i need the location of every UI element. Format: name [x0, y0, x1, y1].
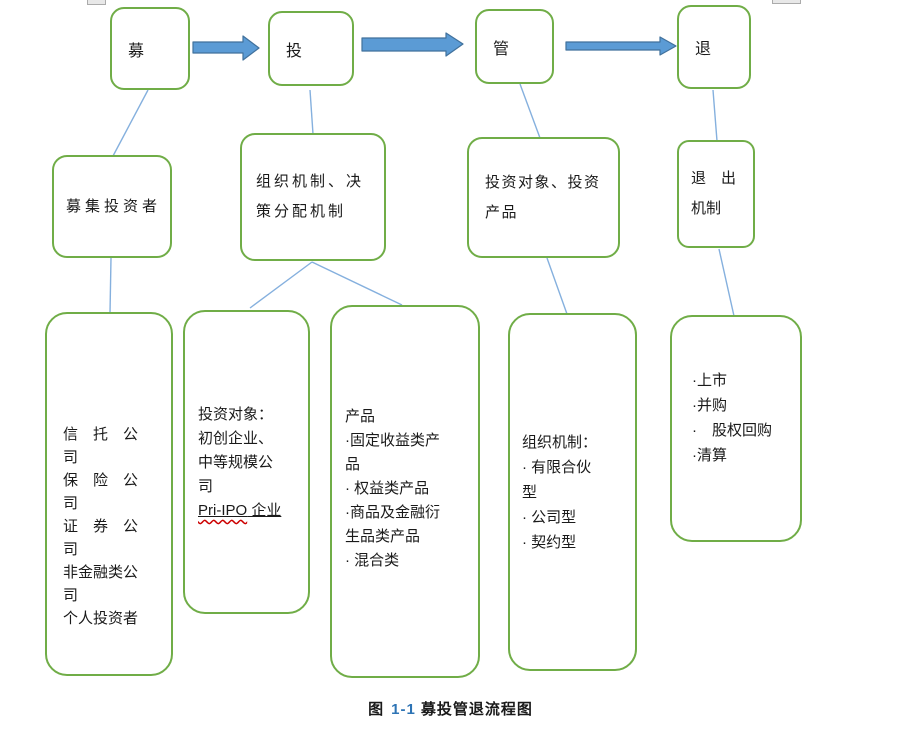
- connector-mechanism-to-products: [311, 261, 403, 306]
- connector-exitmech-to-ways: [718, 248, 735, 317]
- stage-label-invest: 投: [286, 42, 304, 60]
- stage-box-manage: 管: [475, 9, 554, 84]
- detail-box-org-mechanism-types: 组织机制： · 有限合伙 型 · 公司型 · 契约型: [508, 313, 637, 671]
- detail-box-product-types: 产品 ·固定收益类产 品 · 权益类产品 ·商品及金融衍 生品类产品 · 混合类: [330, 305, 480, 678]
- clipped-shape-fragment-right: [772, 0, 801, 4]
- connector-objects-to-orgtypes: [546, 257, 568, 315]
- connector-invest-to-mechanism: [309, 89, 314, 135]
- detail-box-text: 信 托 公 司 保 险 公 司 证 券 公 司 非金融类公 司 个人投资者: [63, 426, 139, 627]
- stage-box-exit: 退: [677, 5, 751, 89]
- detail-box-text: 投资对象： 初创企业、 中等规模公 司: [198, 406, 274, 495]
- mid-box-investment-objects-products: 投资对象、投资 产品: [467, 137, 620, 258]
- caption-title: 募投管退流程图: [420, 701, 533, 718]
- stage-label-exit: 退: [695, 41, 713, 58]
- connector-investors-to-list: [109, 257, 112, 314]
- detail-box-text: ·上市 ·并购 · 股权回购 ·清算: [692, 372, 772, 464]
- arrow-invest-to-manage: [361, 32, 464, 57]
- mid-box-org-decision-mechanism: 组织机制、决 策分配机制: [240, 133, 386, 261]
- arrow-manage-to-exit: [565, 36, 677, 56]
- detail-box-investment-targets: 投资对象： 初创企业、 中等规模公 司 Pri-IPO 企业: [183, 310, 310, 614]
- caption-number: 1-1: [391, 701, 416, 718]
- mid-box-raise-investors: 募集投资者: [52, 155, 172, 258]
- mid-box-text: 投资对象、投资 产品: [485, 173, 601, 221]
- underlined-phrase: Pri-IPO 企业: [198, 502, 281, 519]
- detail-box-investor-types: 信 托 公 司 保 险 公 司 证 券 公 司 非金融类公 司 个人投资者: [45, 312, 173, 676]
- connector-raise-to-investors: [112, 89, 149, 157]
- connector-exit-to-exitmech: [712, 89, 718, 142]
- detail-box-text: 组织机制： · 有限合伙 型 · 公司型 · 契约型: [522, 434, 598, 551]
- arrow-raise-to-invest: [192, 35, 260, 61]
- detail-box-exit-ways: ·上市 ·并购 · 股权回购 ·清算: [670, 315, 802, 542]
- spellcheck-word: Pri-IPO: [198, 502, 248, 519]
- connector-manage-to-objects: [519, 83, 541, 139]
- mid-box-text: 募集投资者: [66, 197, 162, 215]
- mid-box-exit-mechanism: 退 出 机制: [677, 140, 755, 248]
- mid-box-text: 退 出 机制: [691, 170, 737, 217]
- stage-box-invest: 投: [268, 11, 354, 86]
- mid-box-text: 组织机制、决 策分配机制: [256, 173, 365, 220]
- stage-label-manage: 管: [493, 40, 511, 58]
- detail-box-text: 产品 ·固定收益类产 品 · 权益类产品 ·商品及金融衍 生品类产品 · 混合类: [345, 408, 440, 569]
- stage-box-raise: 募: [110, 7, 190, 90]
- underlined-suffix: 企业: [247, 502, 282, 519]
- pri-ipo-line: Pri-IPO 企业: [198, 499, 304, 523]
- stage-label-raise: 募: [128, 42, 146, 60]
- clipped-shape-fragment-left: [87, 0, 106, 5]
- connector-mechanism-to-targets: [249, 261, 313, 309]
- caption-prefix: 图: [368, 701, 385, 718]
